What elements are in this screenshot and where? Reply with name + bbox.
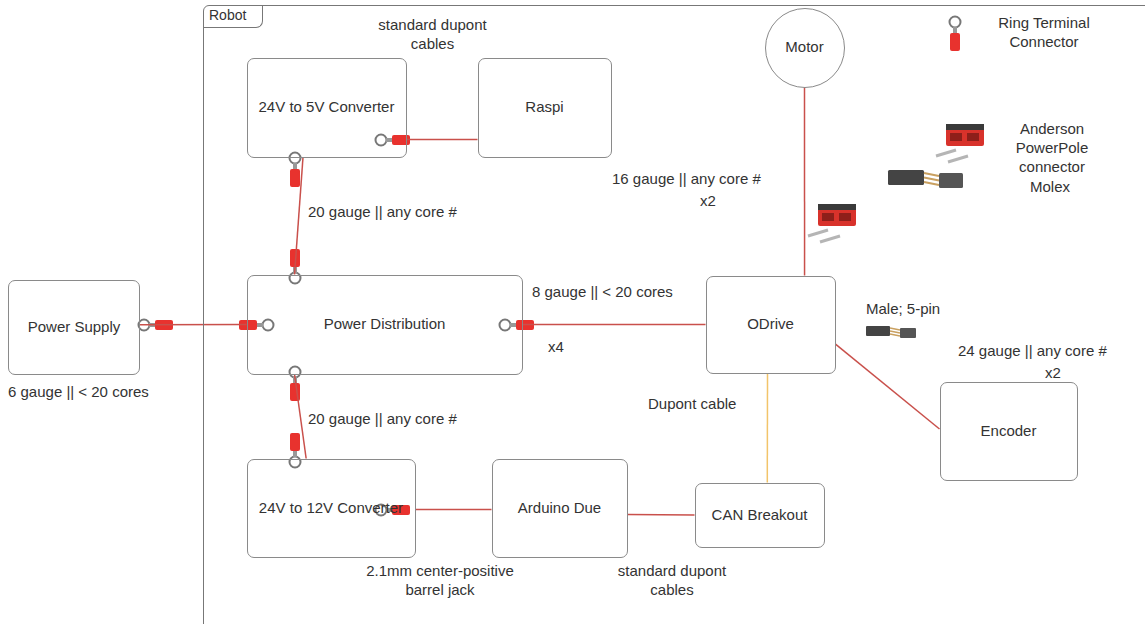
node-label: Power Distribution [324, 315, 446, 334]
wire-spec-label: Male; 5-pin [866, 300, 940, 319]
connector-icon [290, 367, 301, 402]
converter-box: 24V to 12V Converter [247, 459, 416, 558]
wire-connector [295, 375, 307, 459]
connector-icon [290, 433, 301, 468]
wire-connector [523, 324, 706, 326]
node-label: CAN Breakout [712, 506, 808, 525]
wire-spec-label: standard dupont cables [375, 16, 490, 54]
wire-spec-label: 2.1mm center-positive barrel jack [360, 562, 520, 600]
frame-tab-label: Robot [204, 6, 263, 28]
power-supply-box: Power Supply [8, 280, 140, 375]
wire-connector [407, 139, 478, 141]
wire-spec-label: 8 gauge || < 20 cores [532, 283, 673, 302]
connector-icon [376, 135, 411, 146]
wire-spec-label: 24 gauge || any core # [958, 342, 1107, 361]
encoder-box: Encoder [940, 382, 1078, 481]
wire-connector [140, 324, 247, 326]
wire-connector [295, 158, 303, 275]
can-breakout-box: CAN Breakout [695, 483, 825, 548]
node-label: ODrive [747, 315, 794, 334]
wire-spec-label: Dupont cable [648, 395, 736, 414]
wire-connector [416, 509, 492, 511]
node-label: Arduino Due [518, 499, 601, 518]
connector-icon [936, 124, 984, 162]
connector-icon [290, 153, 301, 188]
wire-spec-label: x2 [700, 192, 716, 211]
wire-connector [767, 374, 769, 483]
connector-icon [950, 17, 961, 52]
odrive-box: ODrive [706, 276, 836, 374]
wire-spec-label: x4 [548, 338, 564, 357]
node-label: Raspi [525, 98, 563, 117]
connector-icon [866, 326, 916, 338]
wire-spec-label: 20 gauge || any core # [308, 410, 457, 429]
wire-connector [628, 514, 695, 516]
robot-frame: Robot 24V to 5V Converter RaspiPower Distr… [203, 5, 1145, 624]
distribution-box: Power Distribution [247, 275, 523, 375]
wire-spec-label: x2 [1045, 364, 1061, 383]
node-label: Motor [785, 38, 823, 57]
legend-label: Anderson PowerPole connector [988, 120, 1116, 176]
wire-connector [804, 88, 806, 276]
converter-box: 24V to 5V Converter [247, 58, 407, 158]
arduino-box: Arduino Due [492, 459, 628, 558]
node-label: 24V to 12V Converter [259, 499, 403, 518]
wire-spec-label: 6 gauge || < 20 cores [8, 383, 149, 402]
legend-label: Ring Terminal Connector [985, 14, 1103, 52]
motor-circle: Motor [765, 8, 845, 88]
raspi-box: Raspi [478, 58, 612, 158]
wire-spec-label: standard dupont cables [612, 562, 732, 600]
legend-label: Molex [1030, 178, 1070, 197]
wire-spec-label: 20 gauge || any core # [308, 203, 457, 222]
connector-icon [808, 204, 856, 242]
node-label: Encoder [981, 422, 1037, 441]
node-label: 24V to 5V Converter [259, 98, 395, 117]
wire-connector [836, 344, 940, 429]
connector-icon [888, 170, 963, 188]
node-label: Power Supply [28, 318, 121, 337]
wire-spec-label: 16 gauge || any core # [612, 170, 761, 189]
